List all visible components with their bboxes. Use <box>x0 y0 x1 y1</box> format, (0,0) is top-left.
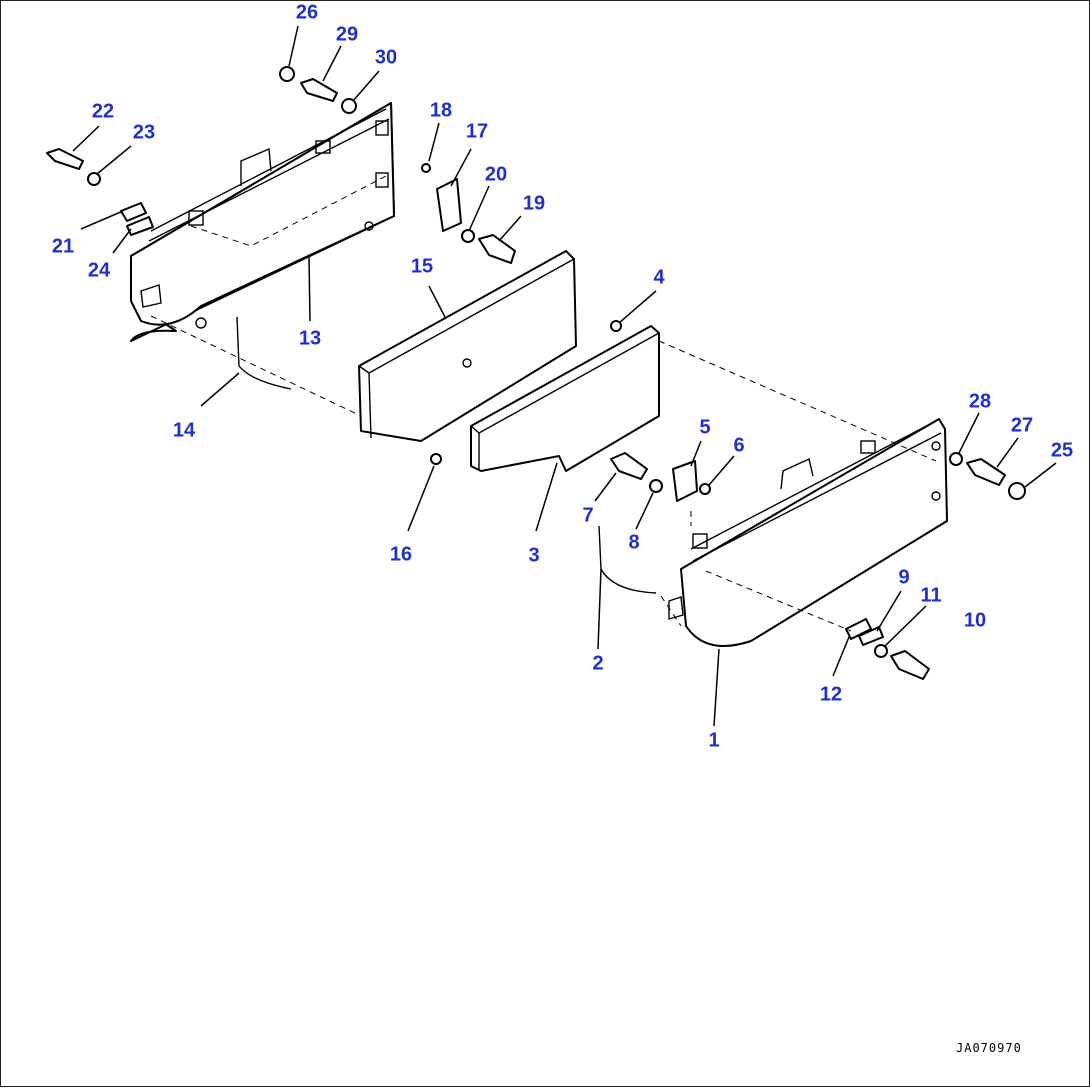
upper-cover-part <box>130 102 395 342</box>
lower-cover-part <box>668 418 948 647</box>
callout-16: 16 <box>389 543 413 566</box>
callout-26: 26 <box>295 1 319 24</box>
bracket-17 <box>436 178 462 232</box>
clip-21 <box>120 202 147 222</box>
callout-4: 4 <box>653 266 665 289</box>
washer-30 <box>341 98 357 114</box>
callout-30: 30 <box>374 46 398 69</box>
pad-15 <box>358 250 577 442</box>
callout-2: 2 <box>592 652 604 675</box>
clip-16 <box>430 453 442 465</box>
nut-26 <box>279 66 295 82</box>
nut-25 <box>1008 482 1026 500</box>
callout-6: 6 <box>733 434 745 457</box>
callout-10: 10 <box>963 609 987 632</box>
callout-11: 11 <box>920 584 942 607</box>
callout-28: 28 <box>968 390 992 413</box>
clip-9 <box>858 626 884 646</box>
callout-21: 21 <box>51 235 75 258</box>
leader-lines <box>72 25 1057 727</box>
callout-9: 9 <box>898 566 910 589</box>
bolt-27 <box>966 458 1006 486</box>
clip-4 <box>610 320 622 332</box>
clip-12 <box>845 618 872 640</box>
washer-23 <box>87 172 101 186</box>
callout-27: 27 <box>1010 414 1034 437</box>
bolt-19 <box>478 234 516 264</box>
washer-20 <box>461 229 475 243</box>
callout-13: 13 <box>298 327 322 350</box>
screw-18 <box>421 163 431 173</box>
bolt-10 <box>890 650 930 680</box>
bolt-29 <box>300 78 338 102</box>
seal-14 <box>236 316 292 390</box>
callout-17: 17 <box>465 120 489 143</box>
callout-20: 20 <box>484 163 508 186</box>
callout-14: 14 <box>172 419 196 442</box>
bracket-5 <box>672 460 698 502</box>
callout-8: 8 <box>628 531 640 554</box>
callout-24: 24 <box>87 259 111 282</box>
callout-23: 23 <box>132 121 156 144</box>
callout-22: 22 <box>91 100 115 123</box>
callout-18: 18 <box>429 99 453 122</box>
callout-19: 19 <box>522 192 546 215</box>
callout-5: 5 <box>699 416 711 439</box>
washer-28 <box>949 452 963 466</box>
pad-3 <box>470 325 660 472</box>
washer-11 <box>874 644 888 658</box>
callout-15: 15 <box>410 255 434 278</box>
callout-29: 29 <box>335 23 359 46</box>
callout-25: 25 <box>1050 439 1074 462</box>
callout-3: 3 <box>528 544 540 567</box>
screw-6 <box>699 483 711 495</box>
bolt-22 <box>46 148 84 170</box>
drawing-code: JA070970 <box>956 1041 1022 1055</box>
washer-8 <box>649 479 663 493</box>
callout-7: 7 <box>582 504 594 527</box>
bolt-7 <box>610 452 648 480</box>
callout-1: 1 <box>708 729 720 752</box>
callout-12: 12 <box>819 683 843 706</box>
